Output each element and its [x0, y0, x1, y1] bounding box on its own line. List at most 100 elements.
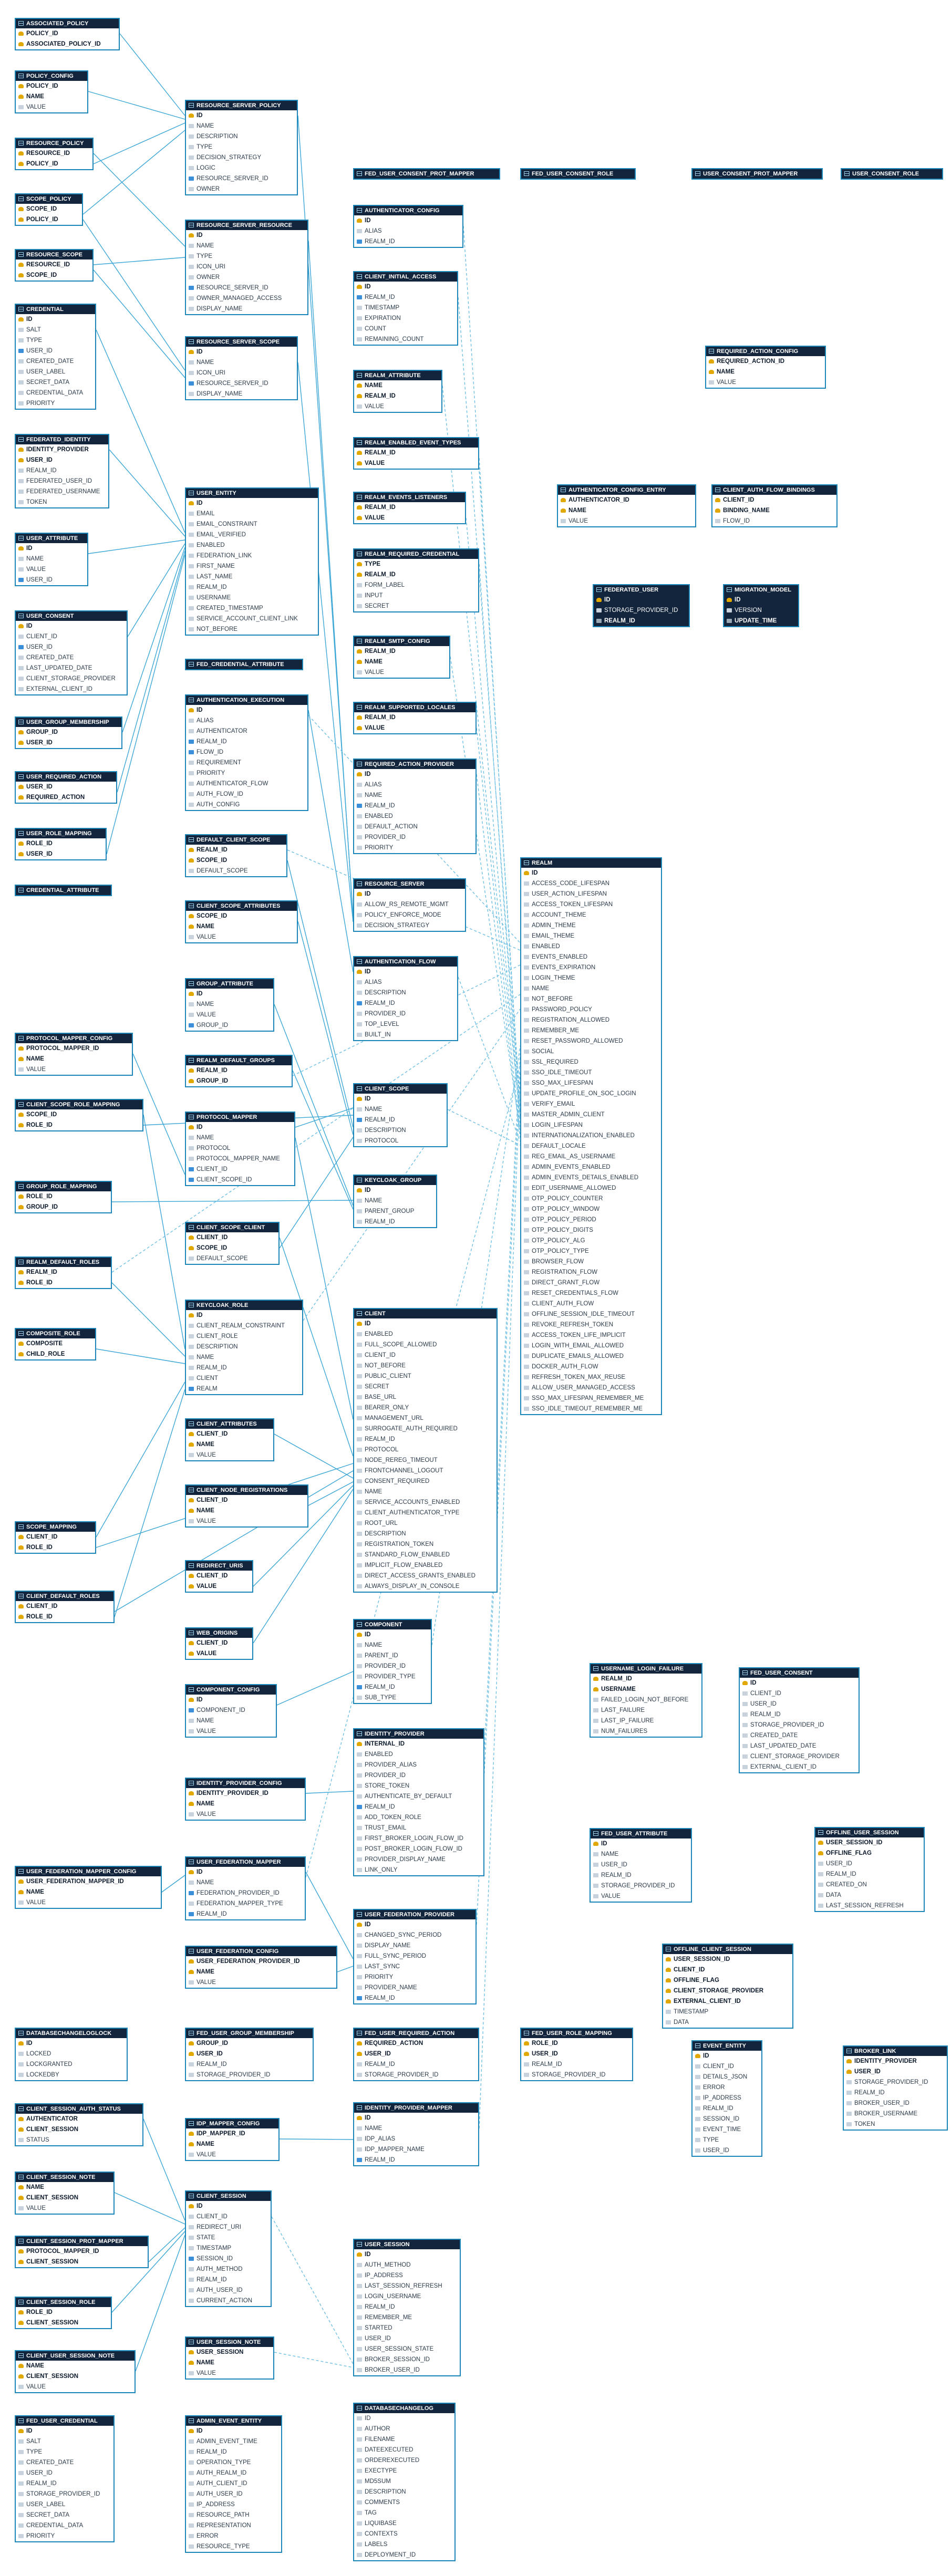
table-user-consent-prot-mapper[interactable]: USER_CONSENT_PROT_MAPPER [691, 168, 823, 180]
table-fed-credential-attribute[interactable]: FED_CREDENTIAL_ATTRIBUTE [185, 659, 303, 670]
table-fed-user-consent-prot-mapper[interactable]: FED_USER_CONSENT_PROT_MAPPER [353, 168, 500, 180]
table-name: DATABASECHANGELOG [365, 2405, 433, 2412]
column-icon [524, 1228, 529, 1232]
table-user-consent-role[interactable]: USER_CONSENT_ROLE [841, 168, 943, 180]
column-name: CLIENT_REALM_CONSTRAINT [197, 1323, 285, 1329]
table-fed-user-consent-role[interactable]: FED_USER_CONSENT_ROLE [520, 168, 636, 180]
column-name: ALIAS [365, 782, 382, 788]
table-credential-attribute[interactable]: CREDENTIAL_ATTRIBUTE [15, 885, 112, 896]
column-icon [189, 1812, 194, 1816]
column-icon [357, 783, 362, 787]
column-row: PRIORITY [16, 398, 95, 409]
